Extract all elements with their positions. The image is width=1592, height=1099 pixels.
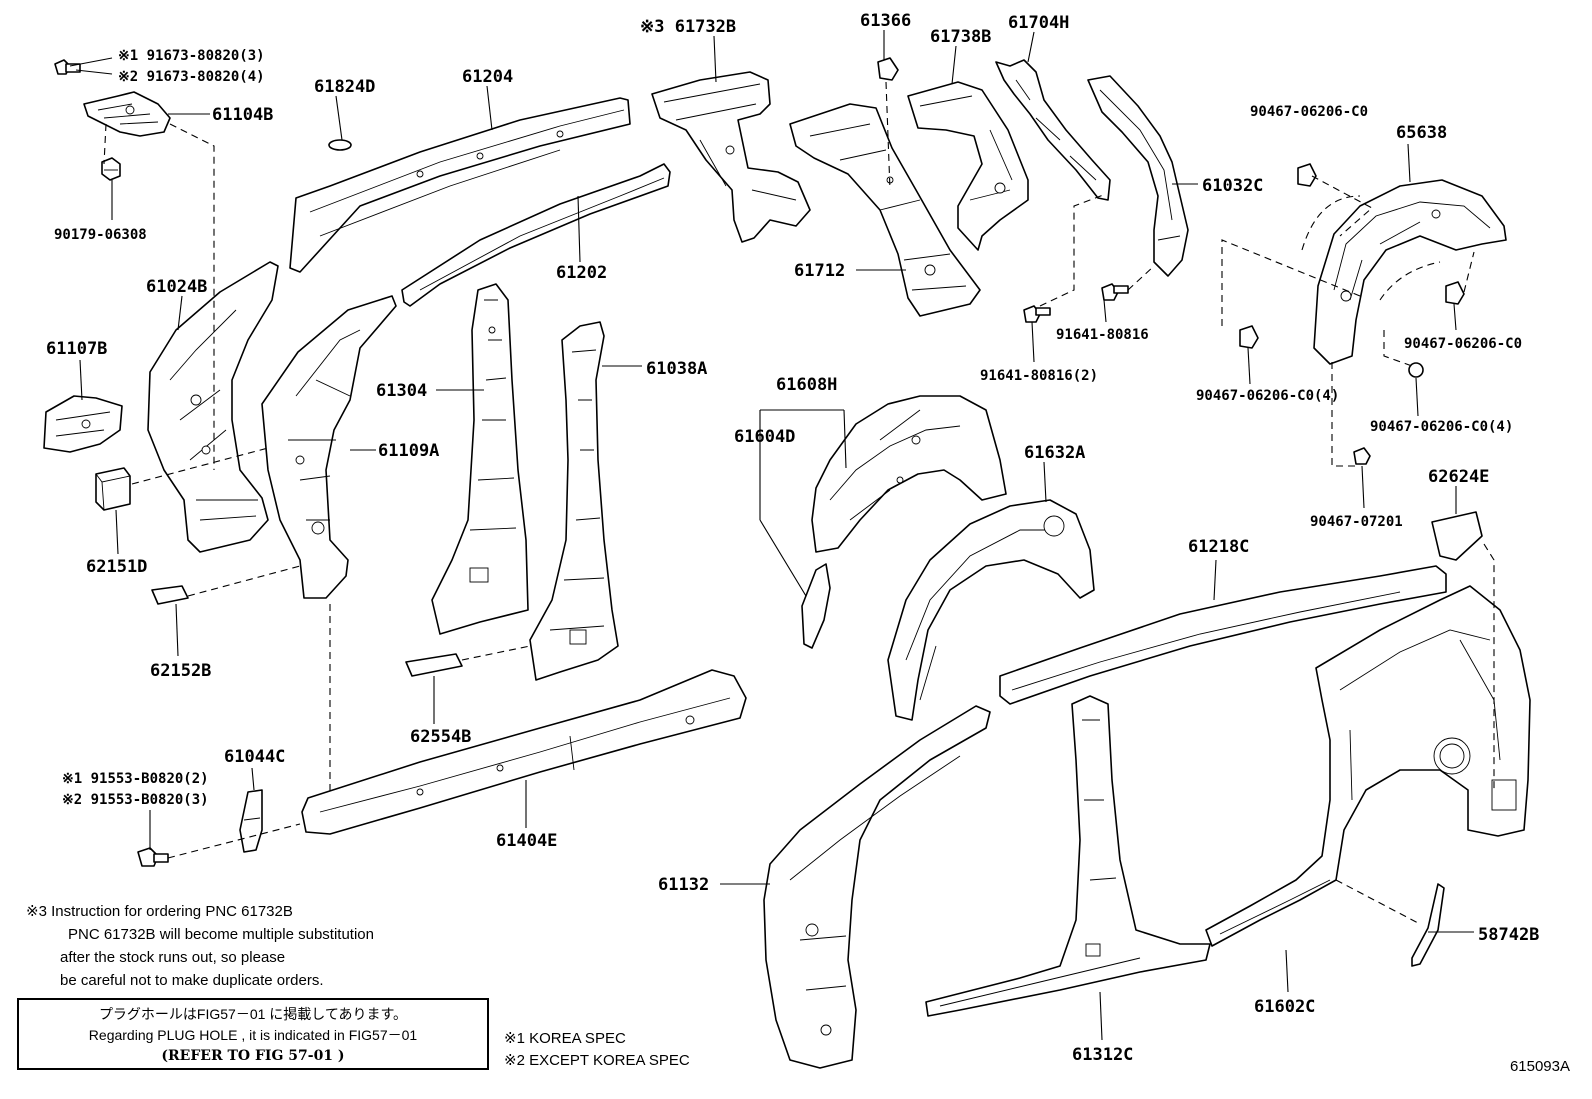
part-61712 — [789, 103, 981, 317]
label-90179-06308: 90179-06308 — [54, 227, 147, 243]
part-61732B — [651, 71, 811, 243]
part-62152B — [151, 585, 189, 605]
label-61738B: 61738B — [930, 27, 991, 47]
label-61104B: 61104B — [212, 105, 273, 125]
label-61602C: 61602C — [1254, 997, 1315, 1017]
label-90467-06206-C0-right: 90467-06206-C0 — [1404, 336, 1522, 352]
part-65638 — [1313, 179, 1507, 365]
label-62151D: 62151D — [86, 557, 147, 577]
label-61304: 61304 — [376, 381, 427, 401]
box-line-1: プラグホールはFIG57－01 に掲載してあります。 — [98, 1006, 408, 1022]
instruction-line-3: after the stock runs out, so please — [60, 949, 286, 966]
part-61602C — [1205, 585, 1531, 947]
label-61732B: ※3 61732B — [640, 17, 736, 37]
part-61107B — [43, 395, 123, 453]
part-61038A — [529, 321, 619, 681]
label-61218C: 61218C — [1188, 537, 1249, 557]
label-bolt2a: ※1 91553-B0820(2) — [62, 771, 209, 787]
part-62151D — [95, 467, 131, 511]
bolt-91553 — [137, 847, 169, 867]
box-line-2: Regarding PLUG HOLE , it is indicated in… — [88, 1027, 418, 1043]
box-line-3: (REFER TO FIG 57-01 ) — [161, 1048, 345, 1064]
spec-except-korea: ※2 EXCEPT KOREA SPEC — [504, 1052, 690, 1069]
clip-90467-lower — [1408, 362, 1424, 378]
label-90467-07201: 90467-07201 — [1310, 514, 1403, 530]
label-bolt1a: ※1 91673-80820(3) — [118, 48, 265, 64]
part-61032C — [1087, 75, 1189, 277]
part-61604D — [801, 563, 831, 649]
label-91641-80816-2: 91641-80816(2) — [980, 368, 1098, 384]
label-61109A: 61109A — [378, 441, 439, 461]
plug-hole-reference-box: プラグホールはFIG57－01 に掲載してあります。 Regarding PLU… — [17, 998, 489, 1070]
label-61038A: 61038A — [646, 359, 707, 379]
part-61304 — [431, 283, 529, 635]
part-61704H — [995, 59, 1111, 201]
label-65638: 65638 — [1396, 123, 1447, 143]
label-61608H: 61608H — [776, 375, 837, 395]
clip-90467-right — [1445, 281, 1465, 305]
label-90467-06206-C0-4-left: 90467-06206-C0(4) — [1196, 388, 1339, 404]
part-58742B — [1411, 883, 1445, 967]
instruction-line-2: PNC 61732B will become multiple substitu… — [68, 926, 374, 943]
bolt-91641-b — [1023, 305, 1051, 323]
label-61202: 61202 — [556, 263, 607, 283]
label-58742B: 58742B — [1478, 925, 1539, 945]
part-62624E — [1431, 511, 1483, 561]
label-90467-06206-C0-top: 90467-06206-C0 — [1250, 104, 1368, 120]
label-62152B: 62152B — [150, 661, 211, 681]
figure-number: 615093A — [1509, 1058, 1570, 1075]
instruction-line-1: ※3 Instruction for ordering PNC 61732B — [26, 903, 293, 920]
part-61024B — [147, 261, 279, 553]
label-bolt1b: ※2 91673-80820(4) — [118, 69, 265, 85]
part-61204 — [289, 97, 631, 273]
part-61132 — [763, 705, 991, 1069]
part-62554B — [405, 653, 463, 677]
dashed-lines — [103, 81, 1495, 925]
screw-90467-07201 — [1353, 447, 1371, 465]
label-91641-80816: 91641-80816 — [1056, 327, 1149, 343]
label-61024B: 61024B — [146, 277, 207, 297]
part-61202 — [401, 163, 671, 307]
clip-90467-top — [1297, 163, 1317, 187]
label-62624E: 62624E — [1428, 467, 1489, 487]
part-61738B — [907, 81, 1029, 251]
label-61632A: 61632A — [1024, 443, 1085, 463]
label-61032C: 61032C — [1202, 176, 1263, 196]
bolt-91673 — [54, 59, 81, 75]
bolt-91641-a — [1101, 283, 1129, 301]
label-61366: 61366 — [860, 11, 911, 31]
spec-korea: ※1 KOREA SPEC — [504, 1030, 626, 1047]
part-61632A — [887, 499, 1095, 721]
part-61366 — [877, 57, 899, 81]
label-61204: 61204 — [462, 67, 513, 87]
part-61218C — [999, 565, 1447, 705]
label-bolt2b: ※2 91553-B0820(3) — [62, 792, 209, 808]
label-61132: 61132 — [658, 875, 709, 895]
part-labels: ※1 91673-80820(3) ※2 91673-80820(4) 6110… — [46, 11, 1539, 1065]
leader-lines — [69, 30, 1474, 1041]
label-61107B: 61107B — [46, 339, 107, 359]
part-61104B — [83, 91, 171, 137]
part-61044C — [239, 789, 263, 853]
label-61044C: 61044C — [224, 747, 285, 767]
part-61608H — [811, 395, 1007, 553]
nut-90179-06308 — [101, 157, 121, 181]
part-61109A — [261, 295, 397, 599]
label-90467-06206-C0-4-right: 90467-06206-C0(4) — [1370, 419, 1513, 435]
label-61704H: 61704H — [1008, 13, 1069, 33]
label-61404E: 61404E — [496, 831, 557, 851]
label-61604D: 61604D — [734, 427, 795, 447]
plug-61824D — [328, 139, 352, 151]
part-61312C — [925, 695, 1211, 1017]
part-61404E — [301, 669, 747, 835]
instruction-line-4: be careful not to make duplicate orders. — [60, 972, 324, 989]
label-61824D: 61824D — [314, 77, 375, 97]
clip-90467-left — [1239, 325, 1259, 349]
label-61312C: 61312C — [1072, 1045, 1133, 1065]
ordering-instruction: ※3 Instruction for ordering PNC 61732B P… — [26, 900, 374, 992]
spec-legend: ※1 KOREA SPEC ※2 EXCEPT KOREA SPEC — [504, 1028, 690, 1072]
label-61712: 61712 — [794, 261, 845, 281]
label-62554B: 62554B — [410, 727, 471, 747]
